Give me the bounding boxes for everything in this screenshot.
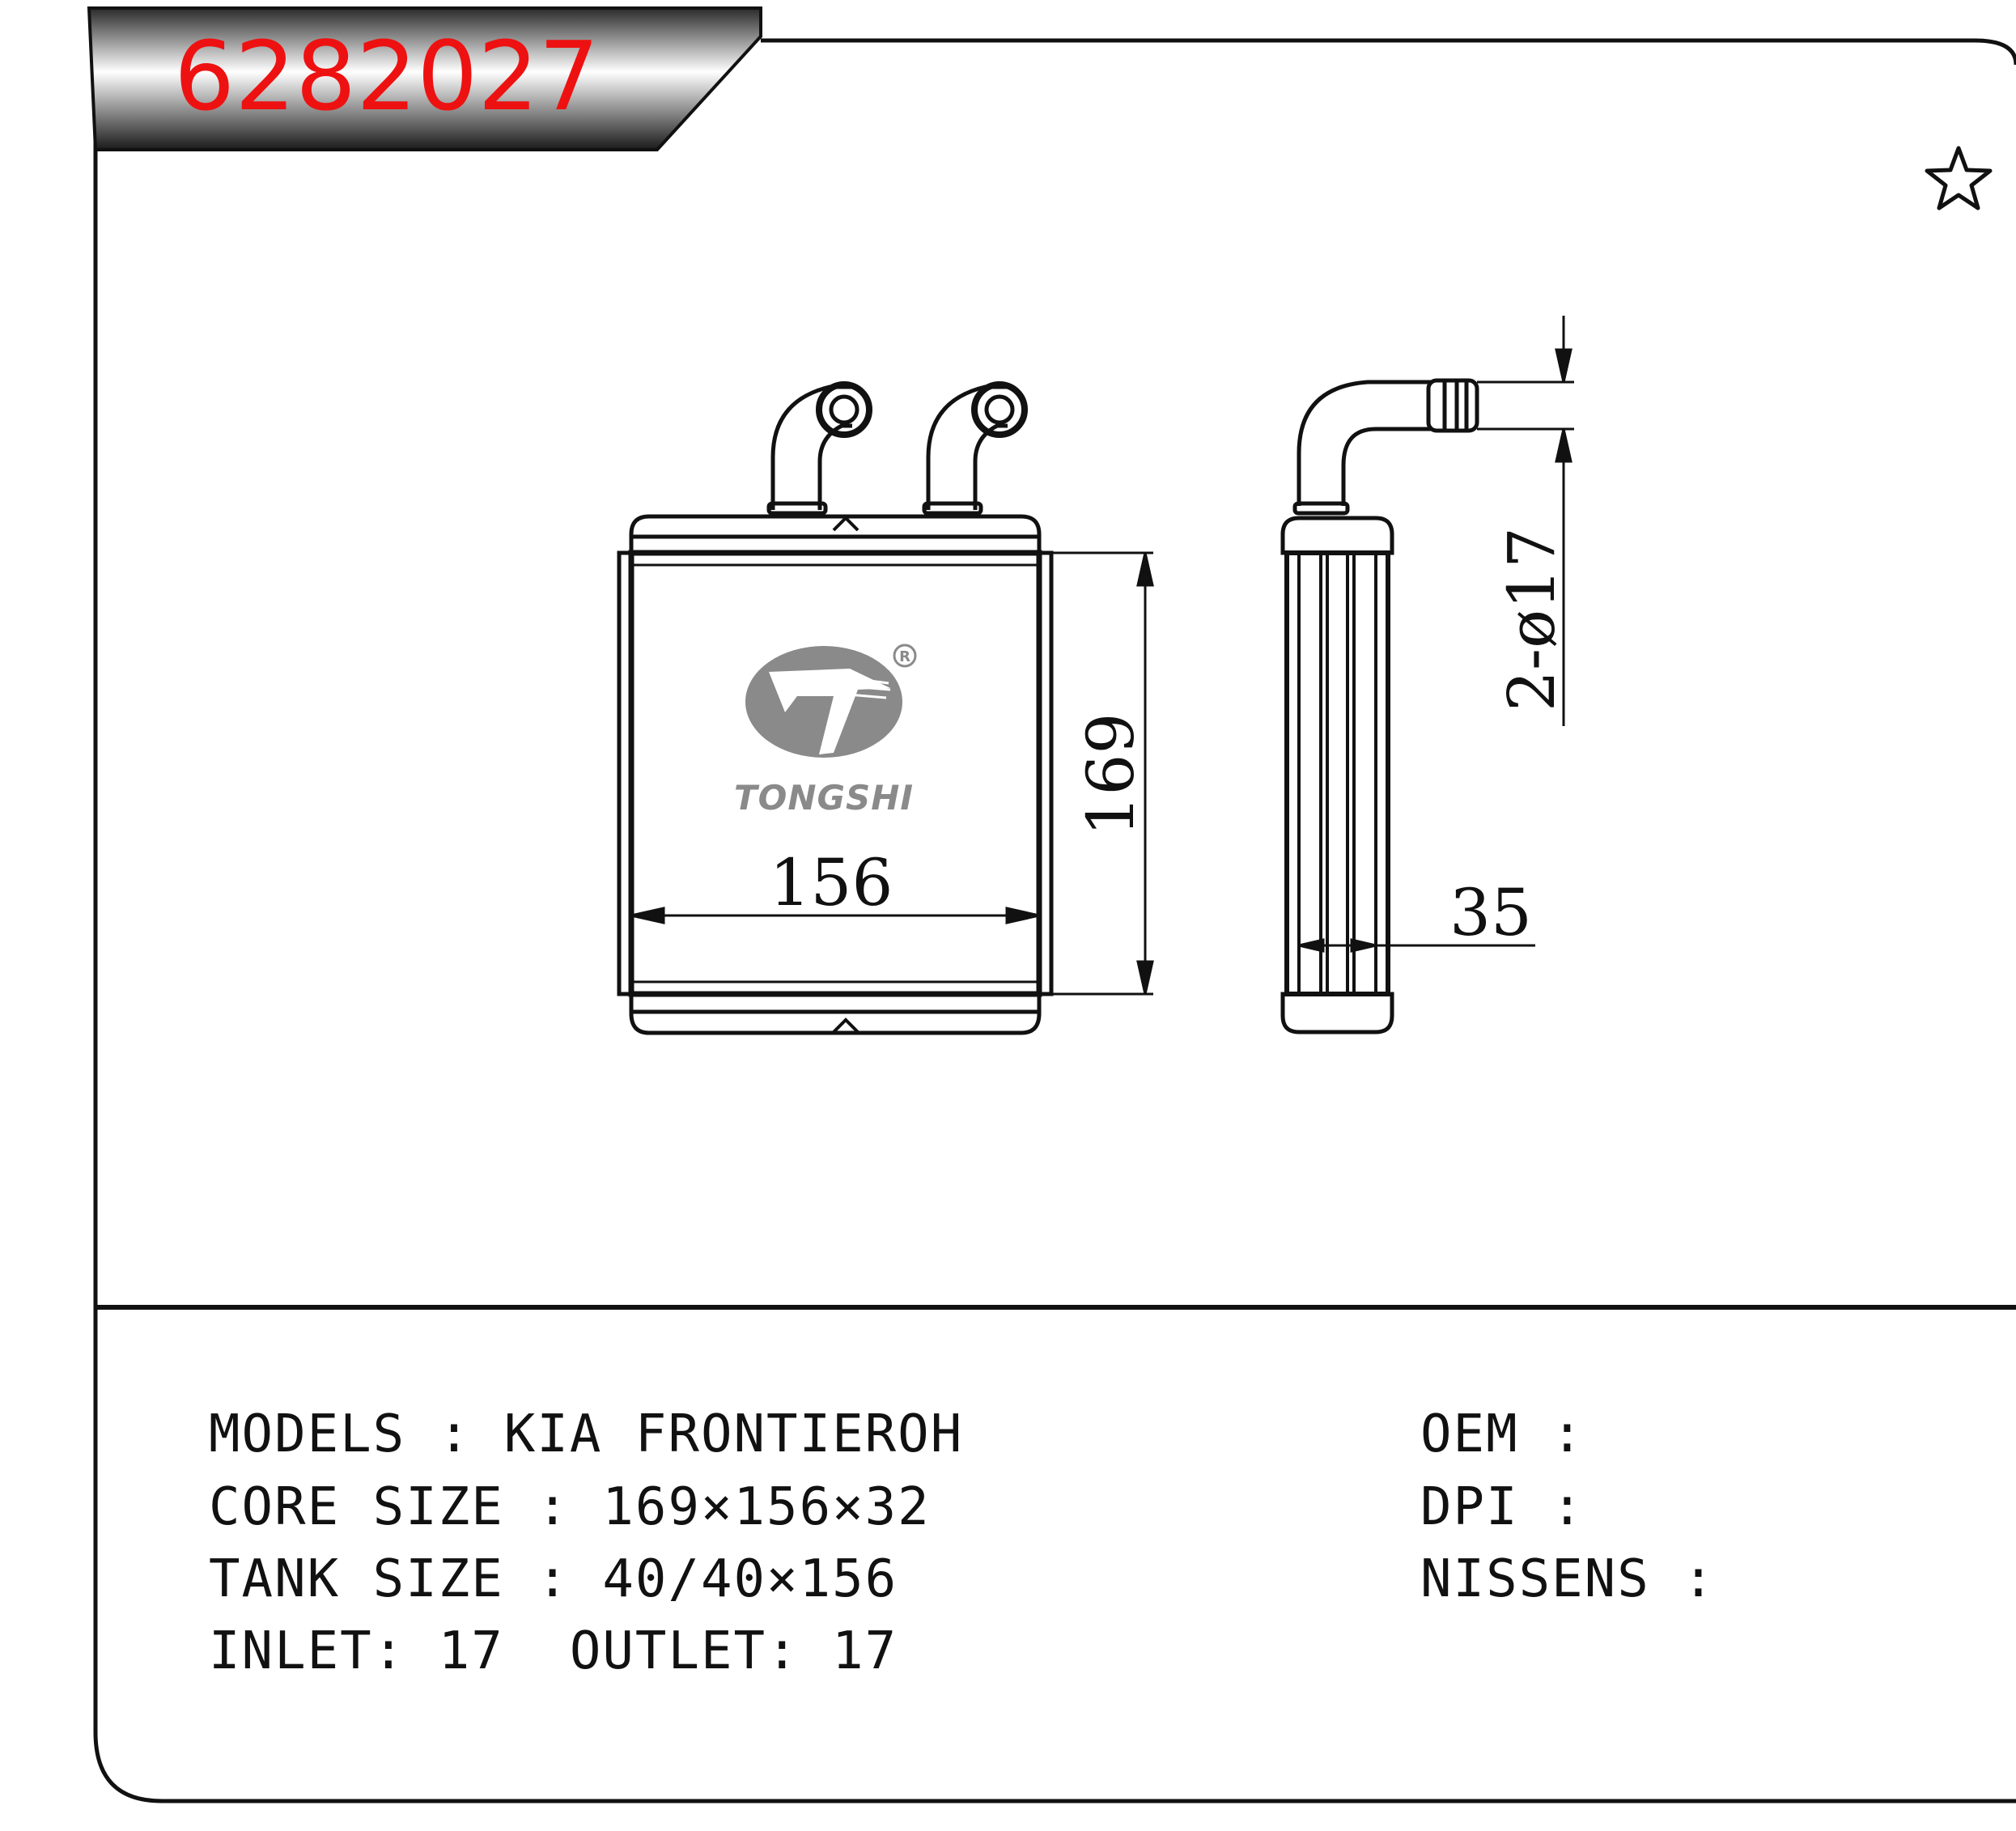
spec-core-size: CORE SIZE : 169×156×32 (209, 1477, 931, 1537)
spec-dpi: DPI : (1420, 1477, 1585, 1537)
top-tank (629, 514, 1042, 554)
side-core (1284, 550, 1390, 996)
pipe-diameter-dimension (1477, 316, 1574, 726)
height-dimension-label: 169 (1073, 713, 1148, 837)
inlet-pipe-right-end (971, 381, 1028, 438)
bottom-tank (629, 992, 1042, 1035)
brand-name: TONGSHI (734, 778, 914, 818)
part-number: 6282027 (174, 20, 600, 132)
svg-text:R: R (899, 648, 910, 665)
registered-mark-icon (893, 644, 917, 668)
star-outline-icon[interactable] (1925, 146, 1993, 210)
side-top-tank (1280, 516, 1394, 555)
height-dimension (1051, 551, 1154, 996)
spec-oem: OEM : (1420, 1404, 1585, 1464)
heater-core-side-view (1280, 378, 1479, 1034)
inlet-pipe-left (770, 384, 852, 510)
spec-inlet-outlet: INLET: 17 OUTLET: 17 (209, 1621, 898, 1681)
width-dimension (630, 907, 1040, 924)
side-bottom-tank (1280, 992, 1394, 1034)
spec-models: MODELS : KIA FRONTIEROH (209, 1404, 964, 1464)
width-dimension-label: 156 (770, 845, 893, 920)
tongshi-logo: R TONGSHI (734, 644, 917, 818)
inlet-pipe-right (926, 384, 1008, 510)
spec-tank-size: TANK SIZE : 40/40×156 (209, 1549, 898, 1609)
inlet-pipe-left-end (816, 381, 872, 438)
core (628, 550, 1042, 997)
depth-dimension-label: 35 (1449, 875, 1532, 950)
side-pipe (1297, 380, 1432, 506)
depth-dimension (1298, 938, 1535, 953)
part-number-banner: 6282027 (87, 6, 762, 151)
spec-nissens: NISSENS : (1420, 1549, 1716, 1609)
pipe-diameter-label: 2-ø17 (1494, 527, 1569, 712)
sheet-border (93, 38, 2016, 1803)
heater-core-front-view (617, 381, 1054, 1035)
